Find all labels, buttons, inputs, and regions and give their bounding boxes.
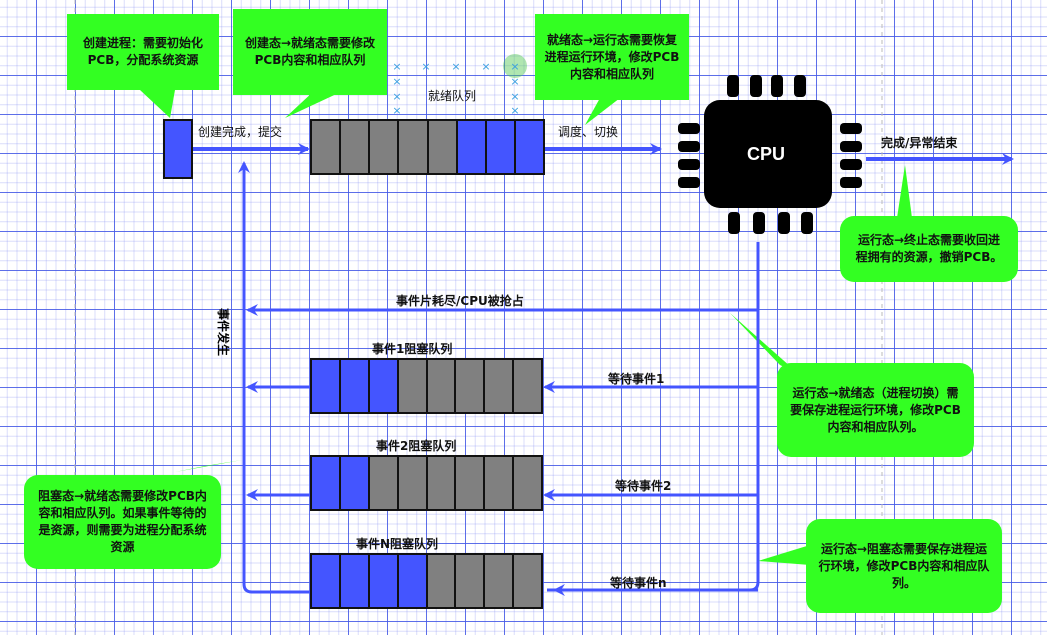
queue-slot-empty [427, 457, 457, 509]
callout-create-process: 创建进程：需要初始化 PCB，分配系统资源 [67, 14, 219, 90]
callout-line: 是资源，则需要为进程分配系统 [38, 523, 207, 537]
ready-queue[interactable] [310, 119, 545, 175]
selection-marker: × [510, 75, 519, 88]
queue-slot-empty [456, 457, 486, 509]
label-create-submit: 创建完成，提交 [198, 125, 283, 139]
callout-line: 创建态→就绪态需要修改 [244, 36, 376, 50]
selection-marker: × [392, 104, 401, 117]
event1-queue-title: 事件1阻塞队列 [372, 342, 453, 356]
callout-line: 进程运行环境，修改PCB [544, 49, 680, 64]
callout-line: 资源 [110, 540, 135, 554]
queue-slot-active [369, 360, 399, 412]
selection-handle[interactable] [503, 54, 527, 78]
queue-slot-empty [428, 121, 458, 173]
callout-line: 要保存进程运行环境，修改PCB [790, 402, 961, 417]
callout-line: 程拥有的资源，撤销PCB。 [855, 250, 1003, 264]
cpu-chip [678, 75, 862, 234]
selection-marker: × [481, 60, 490, 73]
callout-running-to-terminated: 运行态→终止态需要收回进程拥有的资源，撤销PCB。 [840, 216, 1018, 282]
queue-slot-active [312, 360, 341, 412]
callout-tail [730, 313, 800, 375]
queue-slot-active [340, 457, 370, 509]
queue-slot-empty [485, 457, 515, 509]
queue-slot-active [398, 555, 428, 607]
event2-blocked-queue[interactable] [310, 455, 543, 511]
label-wait2: 等待事件2 [615, 479, 672, 493]
selection-marker: × [451, 60, 460, 73]
queue-slot-active [515, 121, 543, 173]
callout-tail [585, 98, 620, 125]
queue-slot-empty [427, 555, 457, 607]
queue-slot-empty [456, 555, 486, 607]
callout-line: 运行态→终止态需要收回进 [857, 233, 1001, 247]
callout-line: 创建进程：需要初始化 [82, 36, 203, 50]
queue-slot-active [312, 457, 341, 509]
queue-slot-empty [514, 555, 541, 607]
callout-blocked-to-ready: 阻塞态→就绪态需要修改PCB内容和相应队列。如果事件等待的是资源，则需要为进程分… [24, 475, 221, 569]
callout-line: 阻塞态→就绪态需要修改PCB内 [38, 489, 207, 503]
queue-slot-empty [369, 457, 399, 509]
callout-tail [897, 165, 912, 218]
callout-new-to-ready: 创建态→就绪态需要修改 PCB内容和相应队列 [233, 9, 387, 95]
callout-line: PCB内容和相应队列 [254, 53, 366, 67]
cpu-wait-line [547, 242, 760, 592]
selection-marker: × [392, 75, 401, 88]
callout-running-to-blocked: 运行态→阻塞态需要保存进程运行环境，修改PCB内容和相应队列。 [806, 519, 1002, 613]
label-wait1: 等待事件1 [608, 372, 665, 386]
event-occurs-line [242, 168, 311, 594]
callout-tail [175, 460, 242, 472]
callout-line: PCB，分配系统资源 [87, 53, 199, 67]
selection-marker: × [392, 60, 401, 73]
callout-line: 内容和相应队列 [569, 66, 654, 81]
selection-marker: × [392, 90, 401, 103]
queue-slot-active [369, 555, 399, 607]
queue-slot-empty [341, 121, 371, 173]
selection-marker: × [510, 60, 519, 73]
label-dispatch: 调度、切换 [558, 125, 619, 139]
event2-queue-title: 事件2阻塞队列 [376, 439, 457, 453]
queue-slot-empty [398, 360, 428, 412]
queue-slot-empty [514, 360, 541, 412]
queue-slot-empty [456, 360, 486, 412]
eventN-blocked-queue[interactable] [310, 553, 543, 609]
callout-running-to-ready: 运行态→就绪态（进程切换）需要保存进程运行环境，修改PCB 内容和相应队列。 [777, 363, 974, 457]
queue-slot-empty [398, 457, 428, 509]
new-process-block[interactable] [163, 119, 193, 179]
queue-slot-active [340, 360, 370, 412]
callout-line: 运行态→阻塞态需要保存进程运 [820, 541, 988, 556]
label-timeslice: 事件片耗尽/CPU被抢占 [396, 294, 524, 308]
selection-marker: × [510, 104, 519, 117]
label-waitN: 等待事件n [610, 576, 667, 590]
label-event-occurs: 事件发生 [216, 308, 230, 357]
queue-slot-active [457, 121, 487, 173]
queue-slot-empty [370, 121, 400, 173]
selection-marker: × [510, 90, 519, 103]
callout-tail [140, 90, 175, 118]
callout-line: 行环境，修改PCB内容和相应队 [818, 558, 990, 573]
queue-slot-active [340, 555, 370, 607]
callout-line: 容和相应队列。如果事件等待的 [38, 506, 207, 520]
selection-marker: × [421, 60, 430, 73]
eventN-queue-title: 事件N阻塞队列 [356, 537, 439, 551]
queue-slot-empty [427, 360, 457, 412]
callout-tail [758, 545, 810, 565]
queue-slot-active [486, 121, 516, 173]
callout-line: 内容和相应队列。 [827, 419, 924, 434]
queue-slot-empty [399, 121, 429, 173]
ready-queue-title: 就绪队列 [428, 89, 477, 103]
callout-line: 运行态→就绪态（进程切换）需 [792, 385, 959, 400]
cpu-label: CPU [747, 144, 786, 164]
queue-slot-empty [485, 555, 515, 607]
queue-slot-empty [485, 360, 515, 412]
callout-line: 就绪态→运行态需要恢复 [546, 32, 678, 47]
label-finish: 完成/异常结束 [881, 136, 958, 150]
queue-slot-active [312, 555, 341, 607]
callout-line: 列。 [891, 575, 916, 590]
callout-tail [285, 90, 345, 118]
event1-blocked-queue[interactable] [310, 358, 543, 414]
callout-ready-to-running: 就绪态→运行态需要恢复进程运行环境，修改PCB 内容和相应队列 [535, 14, 689, 100]
queue-slot-empty [312, 121, 342, 173]
queue-slot-empty [514, 457, 541, 509]
